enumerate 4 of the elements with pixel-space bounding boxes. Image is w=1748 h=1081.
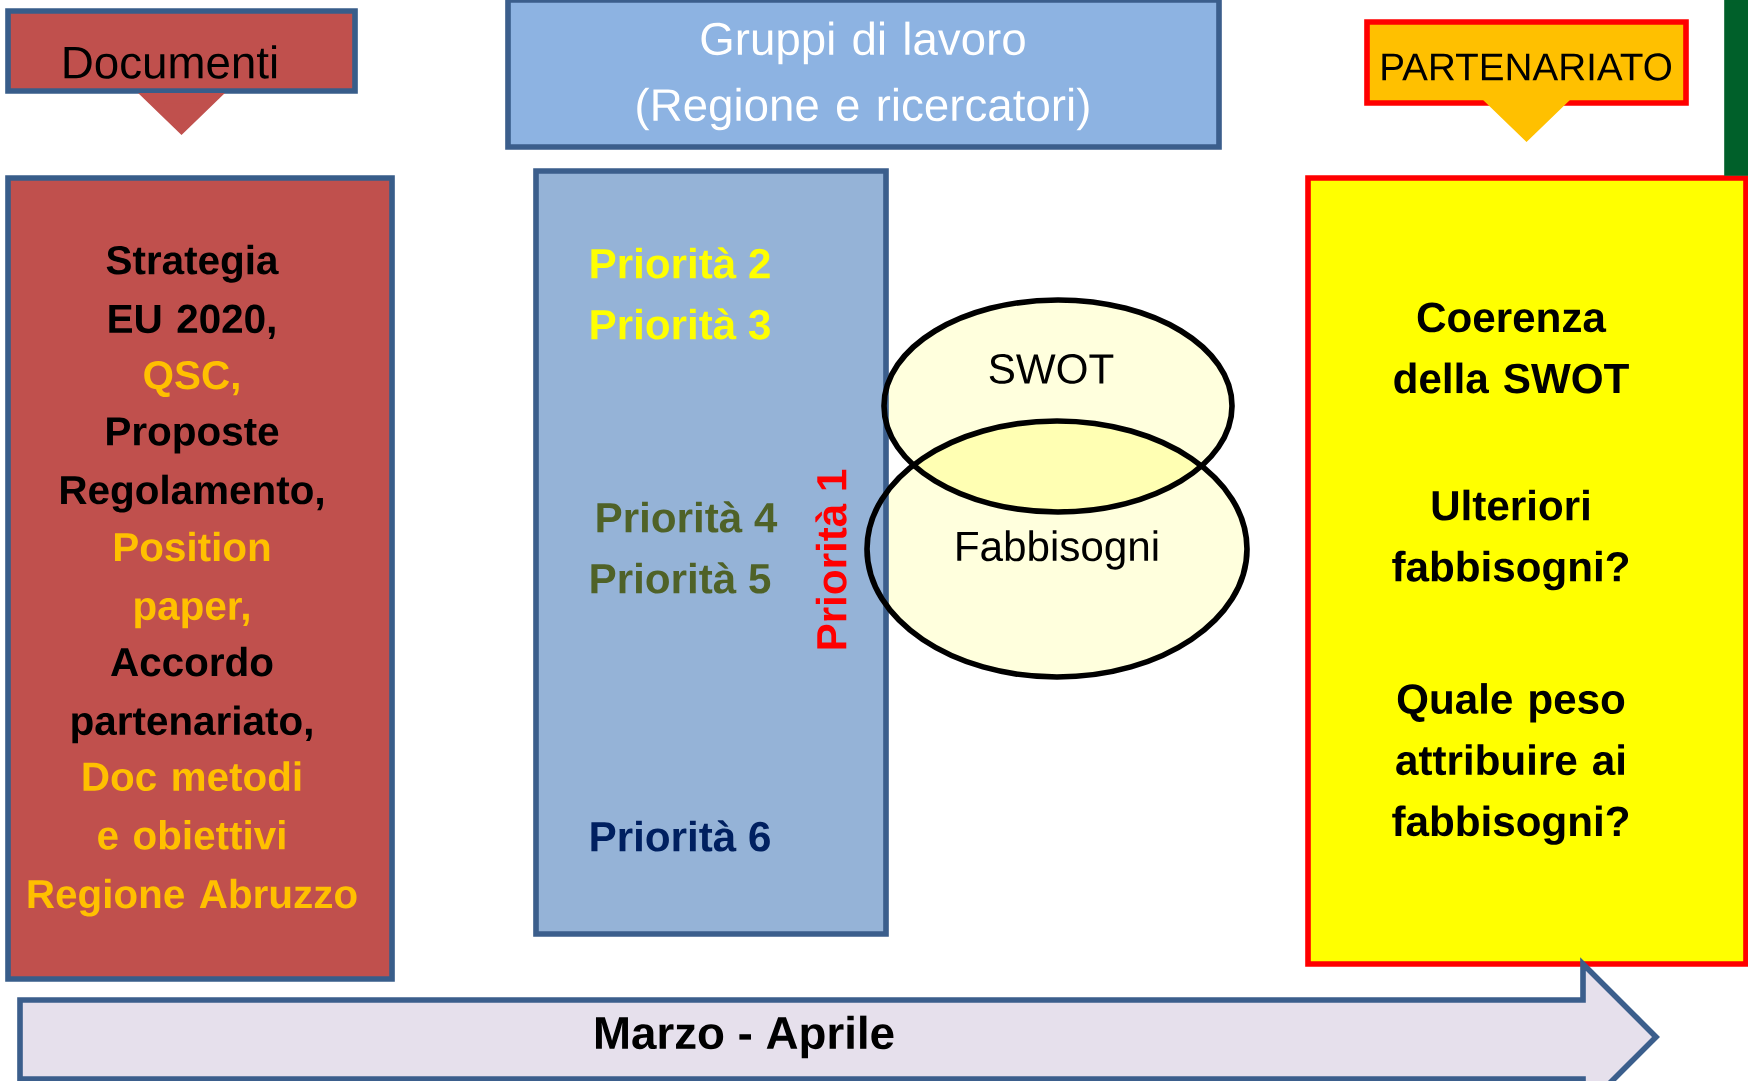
document-list-box: Strategia EU 2020, QSC, Proposte Regolamento, Position paper, Accordo partenariato, Doc metodi e obiettivi Regione Abruzzo (5, 175, 395, 982)
question-box: Coerenza della SWOT Ulteriori fabbisogni? Quale peso attribuire ai fabbisogni? (1305, 175, 1748, 967)
side-bar (1724, 0, 1748, 176)
group-box: Gruppi di lavoro (Regione e ricercatori) (505, 0, 1222, 150)
